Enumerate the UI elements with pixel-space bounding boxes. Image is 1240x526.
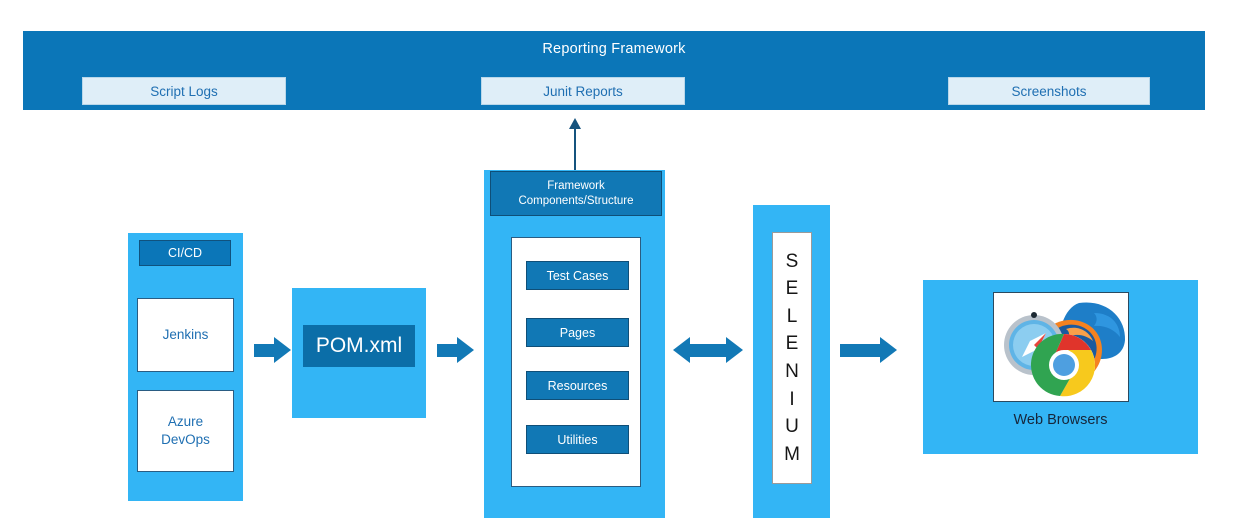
selenium-letter-2: E xyxy=(785,278,799,300)
chip-script-logs[interactable]: Script Logs xyxy=(82,77,286,105)
connector-pom-to-framework-arrowhead xyxy=(457,337,474,363)
framework-header-line1: Framework xyxy=(547,180,605,193)
connector-selenium-to-browsers-shaft xyxy=(840,344,880,357)
connector-framework-selenium-arrowhead-left xyxy=(673,337,690,363)
selenium-letter-5: N xyxy=(785,361,799,382)
framework-item-test-cases[interactable]: Test Cases xyxy=(526,261,629,290)
reporting-framework-title: Reporting Framework xyxy=(542,41,686,57)
cicd-header: CI/CD xyxy=(139,240,231,266)
web-browsers-label: Web Browsers xyxy=(1013,412,1108,428)
framework-panel: Test Cases Pages Resources Utilities xyxy=(511,237,641,487)
connector-framework-selenium-arrowhead-right xyxy=(726,337,743,363)
chip-junit-reports[interactable]: Junit Reports xyxy=(481,77,685,105)
connector-cicd-to-pom-shaft xyxy=(254,344,274,357)
cicd-item-jenkins[interactable]: Jenkins xyxy=(137,298,234,372)
web-browsers-logo-image xyxy=(993,292,1129,402)
pom-xml-box[interactable]: POM.xml xyxy=(303,325,415,367)
connector-framework-to-reporting-shaft xyxy=(574,128,576,174)
connector-framework-selenium-shaft xyxy=(690,344,726,357)
selenium-letter-1: S xyxy=(785,250,799,272)
connector-framework-to-reporting-arrowhead xyxy=(569,118,581,129)
framework-item-resources[interactable]: Resources xyxy=(526,371,629,400)
connector-pom-to-framework-shaft xyxy=(437,344,457,357)
framework-header-line2: Components/Structure xyxy=(518,194,634,207)
framework-header: Framework Components/Structure xyxy=(490,171,662,216)
cicd-item-azure-devops[interactable]: Azure DevOps xyxy=(137,390,234,472)
selenium-letter-7: U xyxy=(785,416,799,438)
azure-devops-line2: DevOps xyxy=(161,432,210,447)
selenium-letter-4: E xyxy=(785,333,799,355)
selenium-letter-3: L xyxy=(786,305,798,327)
connector-selenium-to-browsers-arrowhead xyxy=(880,337,897,363)
chip-screenshots[interactable]: Screenshots xyxy=(948,77,1150,105)
selenium-letter-8: M xyxy=(784,443,800,465)
reporting-framework-banner: Reporting Framework Script Logs Junit Re… xyxy=(23,31,1205,110)
azure-devops-line1: Azure xyxy=(167,413,204,429)
chrome-logo xyxy=(1030,333,1096,397)
framework-item-utilities[interactable]: Utilities xyxy=(526,425,629,454)
selenium-box[interactable]: S E L E N I U M xyxy=(772,232,812,484)
connector-cicd-to-pom-arrowhead xyxy=(274,337,291,363)
framework-item-pages[interactable]: Pages xyxy=(526,318,629,347)
selenium-letter-6: I xyxy=(789,388,795,410)
